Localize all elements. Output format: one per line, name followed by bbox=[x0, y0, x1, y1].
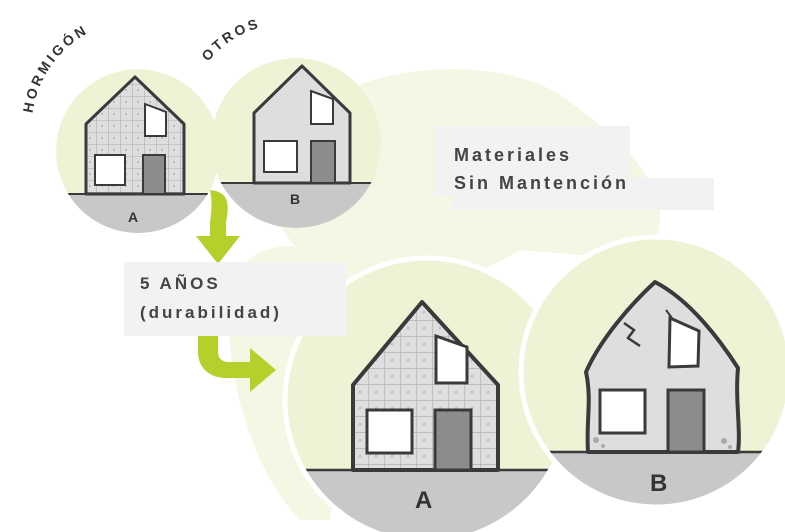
before-house-a-circle bbox=[56, 69, 220, 233]
durability-line-1: 5 AÑOS bbox=[140, 274, 221, 293]
callout-line-2: Sin Mantención bbox=[454, 173, 630, 193]
arrow-down-icon bbox=[196, 190, 240, 264]
callout-line-1: Materiales bbox=[454, 145, 573, 165]
after-house-a-label: A bbox=[415, 487, 433, 514]
ground bbox=[56, 194, 220, 233]
after-house-b-circle bbox=[521, 237, 785, 507]
after-house-a-circle bbox=[285, 258, 569, 532]
before-house-a-label: A bbox=[128, 209, 139, 225]
crack-icon bbox=[623, 321, 641, 348]
durability-box bbox=[124, 262, 346, 336]
after-house-b-label: B bbox=[650, 470, 668, 497]
callout-box-tail bbox=[452, 178, 714, 210]
before-house-b-label: B bbox=[290, 191, 301, 207]
durability-line-2: (durabilidad) bbox=[140, 303, 282, 322]
material-b-curved-label: OTROS bbox=[198, 15, 262, 64]
arrow-right-icon bbox=[198, 330, 276, 392]
